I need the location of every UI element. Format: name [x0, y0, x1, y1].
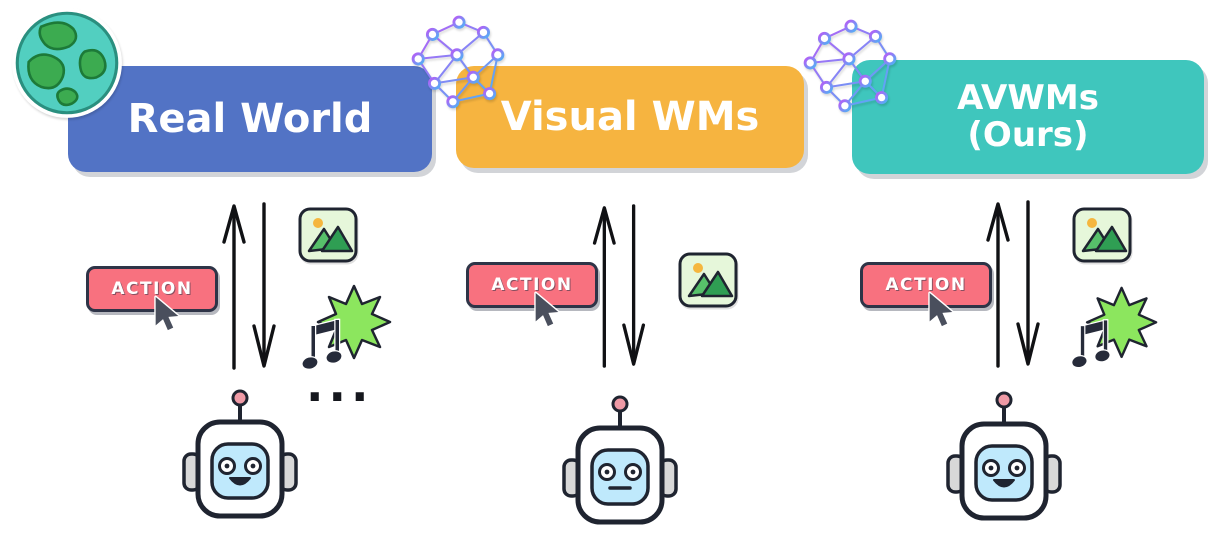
interaction-arrows — [592, 204, 646, 368]
music-note-icon — [301, 318, 343, 370]
action-button: ACTION — [860, 262, 992, 308]
neural-network-icon — [803, 19, 897, 113]
real-world-title: Real World — [127, 96, 373, 142]
cursor-icon — [534, 291, 560, 328]
robot-happy-icon — [946, 391, 1062, 521]
music-note-icon — [1071, 318, 1111, 369]
more-modalities-ellipsis: ... — [306, 358, 374, 412]
action-button: ACTION — [466, 262, 598, 308]
interaction-arrows — [222, 202, 276, 370]
earth-globe-icon — [12, 8, 122, 118]
image-icon — [678, 252, 738, 308]
image-icon — [1072, 207, 1132, 263]
avwms-title: AVWMs — [957, 77, 1099, 118]
neural-network-icon — [411, 15, 505, 109]
avwms-header: AVWMs (Ours) — [852, 60, 1204, 174]
robot-neutral-icon — [562, 395, 678, 525]
image-icon — [298, 207, 358, 263]
avwms-subtitle: (Ours) — [967, 115, 1089, 155]
visual-wms-header: Visual WMs — [456, 66, 804, 168]
robot-happy-icon — [182, 389, 298, 519]
music-burst-icon — [301, 284, 392, 370]
action-button: ACTION — [86, 266, 218, 312]
cursor-icon — [154, 295, 180, 332]
interaction-arrows — [986, 200, 1040, 368]
real-world-header: Real World — [68, 66, 432, 172]
visual-wms-title: Visual WMs — [500, 94, 760, 140]
cursor-icon — [928, 291, 954, 328]
music-burst-icon — [1071, 286, 1158, 369]
